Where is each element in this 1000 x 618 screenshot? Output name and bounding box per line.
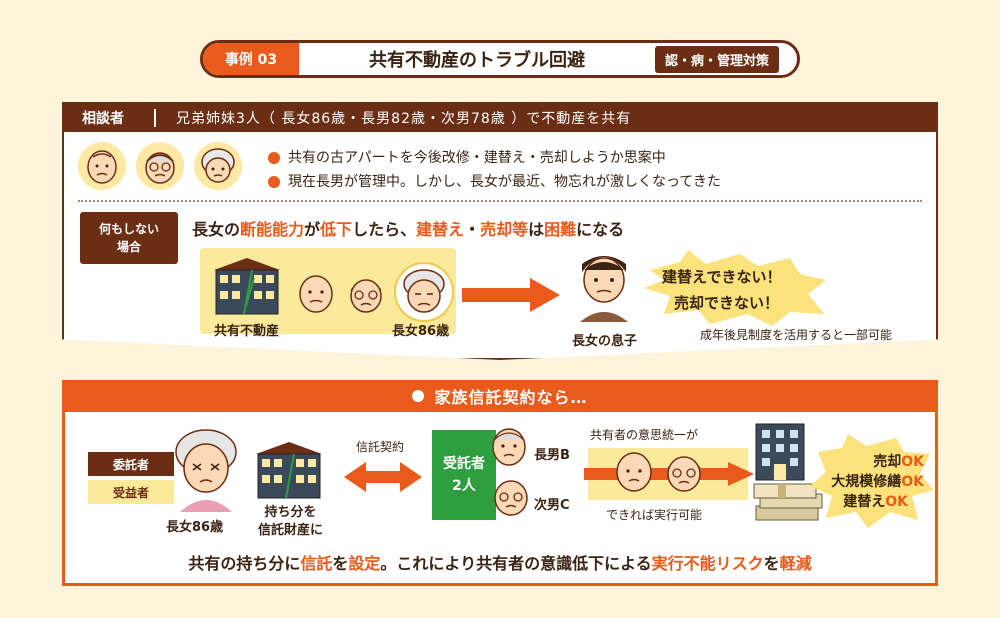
elderly-man-face-icon <box>296 272 336 318</box>
bullet-item: 共有の古アパートを今後改修・建替え・売却しようか思案中 <box>268 146 721 170</box>
header-dot-icon <box>412 390 425 402</box>
title-pill: 事例 03 共有不動産のトラブル回避 認・病・管理対策 <box>200 40 800 78</box>
elderly-man-glasses-face-icon <box>346 274 386 318</box>
brother-c-face-icon <box>490 474 532 522</box>
elderly-man-face-icon <box>78 142 126 190</box>
trust-summary: 共有の持ち分に信託を設定。これにより共有者の意識低下による実行不能リスクを軽減 <box>188 554 812 573</box>
ok-item: 大規模修繕OK <box>831 474 924 490</box>
brother-c-label: 次男C <box>534 498 570 513</box>
bullet-text: 現在長男が管理中。しかし、長女が最近、物忘れが激しくなってきた <box>288 174 721 190</box>
settlor-name-label: 長女86歳 <box>166 520 224 535</box>
bullet-text: 共有の古アパートを今後改修・建替え・売却しようか思案中 <box>288 150 666 166</box>
consultation-bullets: 共有の古アパートを今後改修・建替え・売却しようか思案中 現在長男が管理中。しかし… <box>268 146 721 194</box>
no-action-tag: 何もしない 場合 <box>80 212 178 264</box>
eldest-daughter-face-icon <box>394 262 454 322</box>
elderly-man-glasses-face-icon <box>662 450 706 498</box>
no-action-headline: 長女の断能能力が低下したら、建替え・売却等は困難になる <box>192 220 625 239</box>
bullet-item: 現在長男が管理中。しかし、長女が最近、物忘れが激しくなってきた <box>268 170 721 194</box>
settlor-tag: 委託者 <box>88 452 174 476</box>
consultant-header: 相談者 兄弟姉妹3人（ 長女86歳・長男82歳・次男78歳 ）で不動産を共有 <box>64 104 936 132</box>
case-badge: 事例 03 <box>203 43 299 75</box>
apartment-building-icon <box>252 440 326 504</box>
warning-burst-icon <box>640 248 830 332</box>
consultant-description: 兄弟姉妹3人（ 長女86歳・長男82歳・次男78歳 ）で不動産を共有 <box>176 111 632 127</box>
beneficiary-tag: 受益者 <box>88 480 174 504</box>
page-title: 共有不動産のトラブル回避 <box>368 50 585 71</box>
category-tag: 認・病・管理対策 <box>654 45 779 73</box>
cannot-rebuild-text: 建替えできない！ <box>662 268 782 286</box>
brother-b-label: 長男B <box>534 448 570 463</box>
ok-list: 売却OK 大規模修繕OK 建替えOK <box>816 452 924 512</box>
trust-contract-label: 信託契約 <box>356 440 405 454</box>
cannot-sell-text: 売却できない！ <box>674 294 780 312</box>
elderly-man-face-icon <box>612 450 656 498</box>
office-building-icon <box>752 422 808 486</box>
son-face-icon <box>572 246 636 326</box>
trustee-box: 受託者 2人 <box>432 430 496 520</box>
arrow-right-icon <box>462 278 560 316</box>
dotted-divider <box>78 200 922 202</box>
bullet-dot-icon <box>268 152 280 164</box>
consultant-label: 相談者 <box>82 111 124 127</box>
elderly-man-glasses-face-icon <box>136 142 184 190</box>
guardianship-note: 成年後見制度を活用すると一部可能 <box>700 328 893 342</box>
brother-b-face-icon <box>488 424 530 472</box>
ok-item: 売却OK <box>873 454 924 470</box>
elderly-woman-face-icon <box>194 142 242 190</box>
header-divider <box>154 109 156 127</box>
ok-item: 建替えOK <box>843 494 908 510</box>
trust-property-label: 持ち分を 信託財産に <box>258 505 324 538</box>
apartment-building-icon <box>210 256 284 320</box>
son-label: 長女の息子 <box>572 334 638 349</box>
eldest-daughter-label: 長女86歳 <box>392 324 450 339</box>
ok-burst-icon <box>808 432 936 536</box>
possible-label: できれば実行可能 <box>606 508 703 522</box>
unity-label: 共有者の意思統一が <box>590 428 699 442</box>
money-stack-icon <box>752 480 824 528</box>
bidirectional-arrow-icon <box>344 462 422 496</box>
eldest-daughter-face-icon <box>168 426 244 516</box>
family-trust-header: 家族信託契約なら… <box>62 380 938 412</box>
property-label: 共有不動産 <box>214 324 280 339</box>
bullet-dot-icon <box>268 176 280 188</box>
